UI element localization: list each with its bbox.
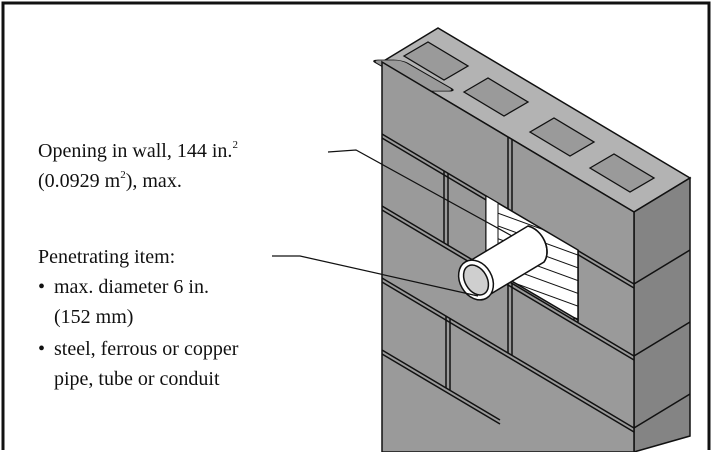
opening-line-2: (0.0929 m2), max. xyxy=(38,169,182,192)
bullet-2-line-2: pipe, tube or conduit xyxy=(54,368,220,390)
leader-lines xyxy=(272,149,513,297)
opening-line-1: Opening in wall, 144 in.2 xyxy=(38,139,238,162)
callout-penetrating: Penetrating item: • max. diameter 6 in. … xyxy=(38,246,239,390)
bullet-1-symbol: • xyxy=(38,276,45,298)
bullet-2-line-1: steel, ferrous or copper xyxy=(54,338,239,360)
bullet-1-line-1: max. diameter 6 in. xyxy=(54,276,209,298)
border xyxy=(1,1,711,450)
wall-end-joints xyxy=(633,249,691,429)
penetrating-heading: Penetrating item: xyxy=(38,246,175,268)
bullet-1-line-2: (152 mm) xyxy=(54,306,133,328)
callout-opening: Opening in wall, 144 in.2 (0.0929 m2), m… xyxy=(38,139,238,192)
pipe xyxy=(457,225,548,301)
bullet-2-symbol: • xyxy=(38,338,45,360)
